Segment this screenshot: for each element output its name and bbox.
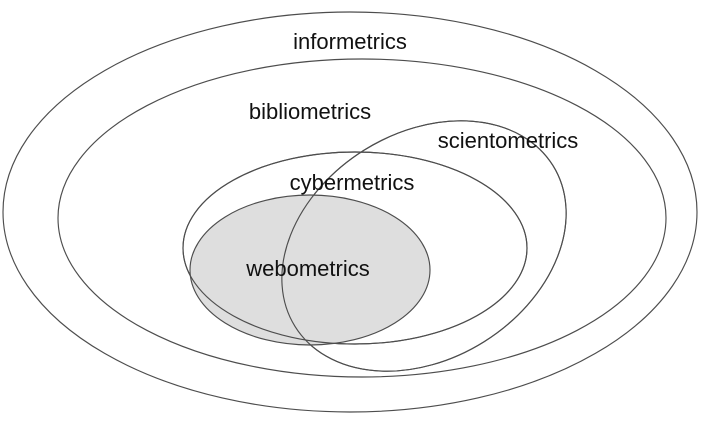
- label-webometrics: webometrics: [245, 256, 369, 281]
- ellipse-cybermetrics-overlay: [183, 152, 527, 344]
- label-bibliometrics: bibliometrics: [249, 99, 371, 124]
- ellipse-scientometrics-overlay: [235, 70, 613, 423]
- label-scientometrics: scientometrics: [438, 128, 579, 153]
- label-cybermetrics: cybermetrics: [290, 170, 415, 195]
- ellipse-bibliometrics[interactable]: [58, 59, 666, 377]
- ellipse-informetrics[interactable]: [3, 12, 697, 412]
- label-informetrics: informetrics: [293, 29, 407, 54]
